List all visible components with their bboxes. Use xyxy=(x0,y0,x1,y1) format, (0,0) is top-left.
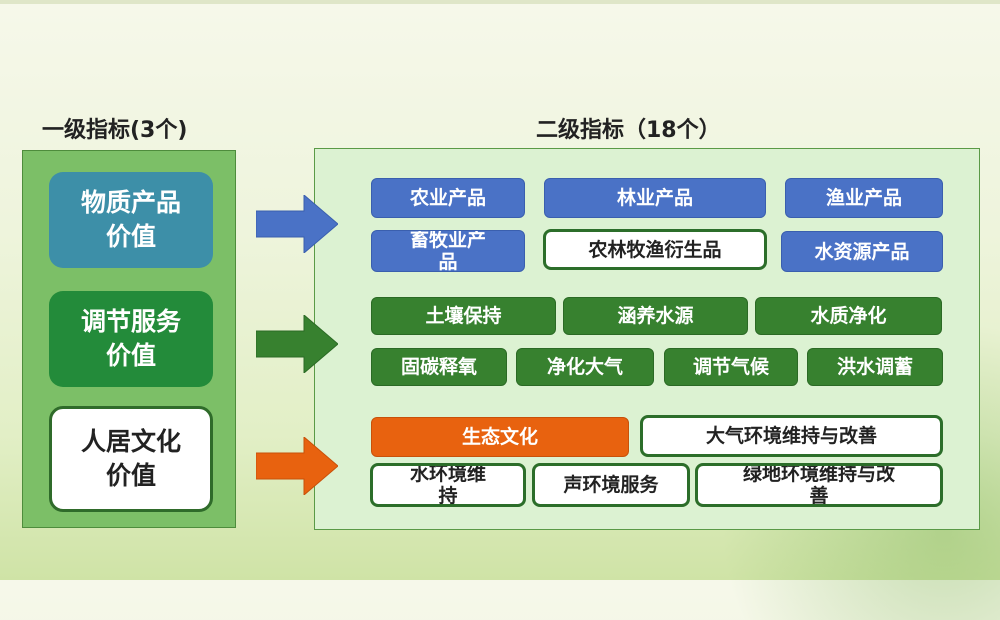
indicator-ecological-culture: 生态文化 xyxy=(371,417,629,457)
indicator-air-purification: 净化大气 xyxy=(516,348,654,386)
level1-heading: 一级指标(3个) xyxy=(42,118,188,143)
indicator-water-environment: 水环境维 持 xyxy=(370,463,526,507)
arrow-right-icon xyxy=(256,195,338,253)
indicator-water-resource-products: 水资源产品 xyxy=(781,231,943,272)
indicator-water-purification: 水质净化 xyxy=(755,297,942,335)
top-divider xyxy=(0,0,1000,4)
arrow-right-icon xyxy=(256,315,338,373)
level1-cultural-value: 人居文化 价值 xyxy=(49,406,213,512)
indicator-flood-regulation: 洪水调蓄 xyxy=(807,348,943,386)
level2-heading: 二级指标（18个） xyxy=(536,118,721,143)
indicator-soil-conservation: 土壤保持 xyxy=(371,297,556,335)
level1-regulating-service-value: 调节服务 价值 xyxy=(49,291,213,387)
arrow-right-icon xyxy=(256,437,338,495)
indicator-carbon-oxygen: 固碳释氧 xyxy=(371,348,507,386)
indicator-agricultural-products: 农业产品 xyxy=(371,178,525,218)
indicator-water-conservation: 涵养水源 xyxy=(563,297,748,335)
indicator-climate-regulation: 调节气候 xyxy=(664,348,798,386)
indicator-derived-products: 农林牧渔衍生品 xyxy=(543,229,767,270)
indicator-forestry-products: 林业产品 xyxy=(544,178,766,218)
indicator-green-environment: 绿地环境维持与改 善 xyxy=(695,463,943,507)
indicator-fishery-products: 渔业产品 xyxy=(785,178,943,218)
indicator-livestock-products: 畜牧业产 品 xyxy=(371,230,525,272)
level1-material-value: 物质产品 价值 xyxy=(49,172,213,268)
indicator-air-environment: 大气环境维持与改善 xyxy=(640,415,943,457)
indicator-sound-environment: 声环境服务 xyxy=(532,463,690,507)
